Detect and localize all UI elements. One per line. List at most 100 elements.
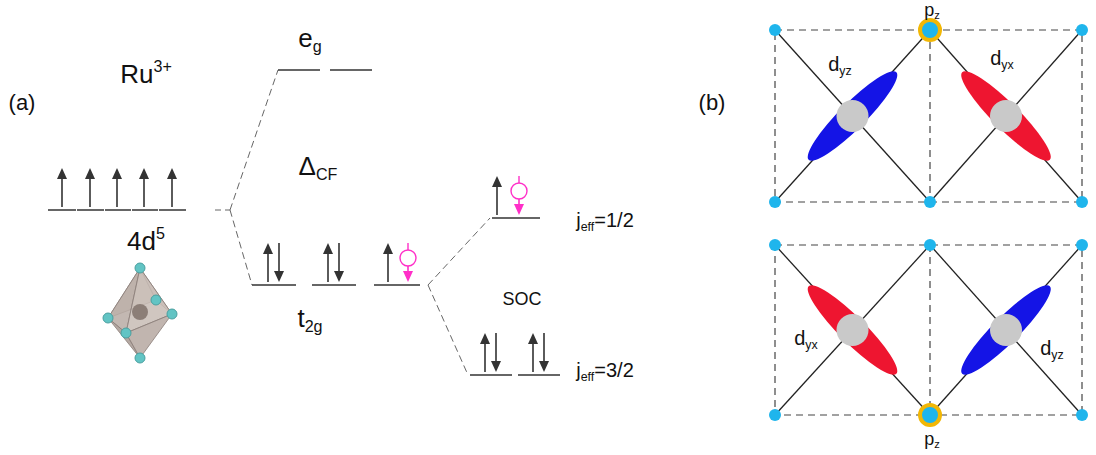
ligand-atom (1076, 24, 1088, 36)
ru-atom (990, 100, 1022, 132)
label-part: d (1040, 337, 1051, 359)
d-orbital (953, 63, 1059, 169)
arrow-head (139, 168, 149, 179)
dashed-guide (230, 70, 278, 210)
spin-down (278, 243, 280, 273)
arrow-head (274, 271, 284, 282)
label-part: CF (316, 165, 337, 183)
ligand-atom (121, 328, 131, 338)
spin-up (89, 177, 91, 207)
spin-up (496, 185, 498, 215)
label: dyx (794, 327, 818, 352)
label-part: j (576, 359, 580, 381)
jthreehalf-level (470, 374, 512, 376)
arrow-head (528, 333, 538, 344)
arrow-head (514, 204, 524, 215)
ligand-atom (1076, 409, 1088, 421)
label: t2g (297, 304, 322, 336)
arrow-head (492, 176, 502, 187)
label-part: z (934, 438, 940, 450)
spin-up (61, 177, 63, 207)
bond (930, 30, 1082, 202)
level (48, 209, 76, 211)
label-part: p (924, 0, 934, 20)
arrow-head (85, 168, 95, 179)
bond (775, 245, 930, 415)
spin-up (532, 342, 534, 372)
label-part: d (990, 47, 1001, 69)
d-orbital (799, 277, 905, 383)
spin-up (143, 177, 145, 207)
label-part: g (313, 37, 322, 55)
spin-up (484, 342, 486, 372)
d-orbital (953, 277, 1059, 383)
octahedron-face (126, 314, 172, 358)
ligand-atom (769, 24, 781, 36)
ru-atom (990, 314, 1022, 346)
cell-outline (775, 245, 1082, 415)
bond (930, 245, 1082, 415)
spin-up (387, 252, 389, 282)
level (132, 209, 158, 211)
jhalf-level (492, 217, 540, 219)
eg-level (278, 69, 320, 71)
level (159, 209, 186, 211)
arrow-head (263, 243, 273, 254)
spin-up (267, 252, 269, 282)
ligand-atom (135, 263, 145, 273)
label: dyz (828, 53, 852, 78)
arrow-head (539, 361, 549, 372)
label: Ru3+ (120, 58, 172, 89)
bond (930, 245, 1082, 415)
ligand-atom (1076, 196, 1088, 208)
ligand-atom (769, 409, 781, 421)
arrow-head (334, 271, 344, 282)
ru-atom (837, 100, 869, 132)
label-part: eff (581, 220, 595, 234)
label-part: yx (1001, 58, 1013, 72)
label-part: Ru (120, 59, 153, 89)
arrow-head (480, 333, 490, 344)
spin-down (495, 333, 497, 363)
label-part: j (576, 209, 580, 231)
ligand-atom (924, 196, 936, 208)
label: (a) (9, 91, 36, 115)
arrow-head (112, 168, 122, 179)
arrow-head (491, 361, 501, 372)
dashed-guide (428, 218, 490, 285)
spin-down (338, 243, 340, 273)
dashed-guide (230, 210, 252, 285)
ru-atom (132, 304, 148, 320)
label-part: Δ (299, 151, 316, 181)
bond (930, 30, 1082, 202)
arrow-head (323, 243, 333, 254)
t2g-level (312, 284, 356, 286)
t2g-level (252, 284, 296, 286)
dashed-guide (215, 210, 230, 211)
ligand-atom (167, 309, 177, 319)
ligand-atom (151, 295, 161, 305)
spin-down (543, 333, 545, 363)
arrow-head (167, 168, 177, 179)
cell-outline (775, 30, 1082, 202)
label-part: =3/2 (594, 359, 633, 381)
cell-divider (929, 30, 930, 202)
dashed-guide (428, 285, 468, 375)
level (105, 209, 131, 211)
label-part: =1/2 (594, 209, 633, 231)
pz-atom (920, 405, 940, 425)
arrow-head (383, 243, 393, 254)
d-orbital (799, 63, 905, 169)
hole-circle (511, 183, 527, 199)
ligand-atom (769, 196, 781, 208)
ligand-atom (1076, 239, 1088, 251)
bond (775, 30, 930, 202)
ligand-atom (769, 239, 781, 251)
label-part: 4d (127, 226, 156, 256)
jthreehalf-level (518, 374, 560, 376)
label-part: yz (839, 64, 851, 78)
arrow-head (403, 271, 413, 282)
label-part: t (297, 303, 304, 333)
label: jeff=1/2 (576, 209, 634, 234)
